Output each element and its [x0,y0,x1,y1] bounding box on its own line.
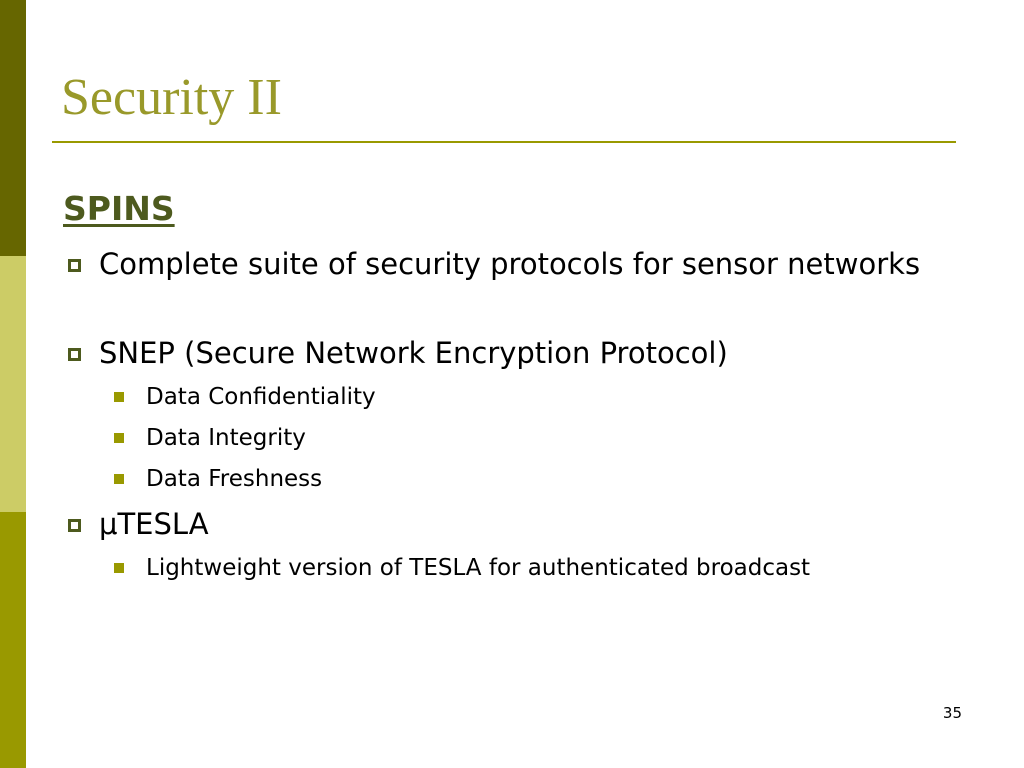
bullet-2: SNEP (Secure Network Encryption Protocol… [68,333,948,373]
sub-bullet-3-1-text: Lightweight version of TESLA for authent… [146,555,811,581]
sub-bullet-2-3-text: Data Freshness [146,466,323,492]
sub-bullet-2-2-text: Data Integrity [146,425,306,451]
sub-bullet-2-2: Data Integrity [114,421,934,455]
side-bar-middle [0,256,26,512]
filled-square-bullet-icon [114,474,124,484]
sub-bullet-3-1: Lightweight version of TESLA for authent… [114,551,934,585]
filled-square-bullet-icon [114,563,124,573]
page-number: 35 [942,704,962,722]
bullet-3: μTESLA [68,504,948,544]
title-rule [52,141,956,143]
side-bar-bottom [0,512,26,768]
side-bar-top [0,0,26,256]
hollow-square-bullet-icon [68,519,81,532]
bullet-2-text: SNEP (Secure Network Encryption Protocol… [99,336,728,370]
bullet-1: Complete suite of security protocols for… [68,244,948,284]
sub-bullet-2-1: Data Confidentiality [114,380,934,414]
sub-bullet-2-1-text: Data Confidentiality [146,384,376,410]
filled-square-bullet-icon [114,433,124,443]
filled-square-bullet-icon [114,392,124,402]
bullet-3-text: μTESLA [99,507,209,541]
hollow-square-bullet-icon [68,259,81,272]
hollow-square-bullet-icon [68,348,81,361]
sub-bullet-2-3: Data Freshness [114,462,934,496]
bullet-1-text: Complete suite of security protocols for… [99,247,921,281]
slide-title: Security II [61,69,282,126]
section-heading: SPINS [63,189,175,228]
